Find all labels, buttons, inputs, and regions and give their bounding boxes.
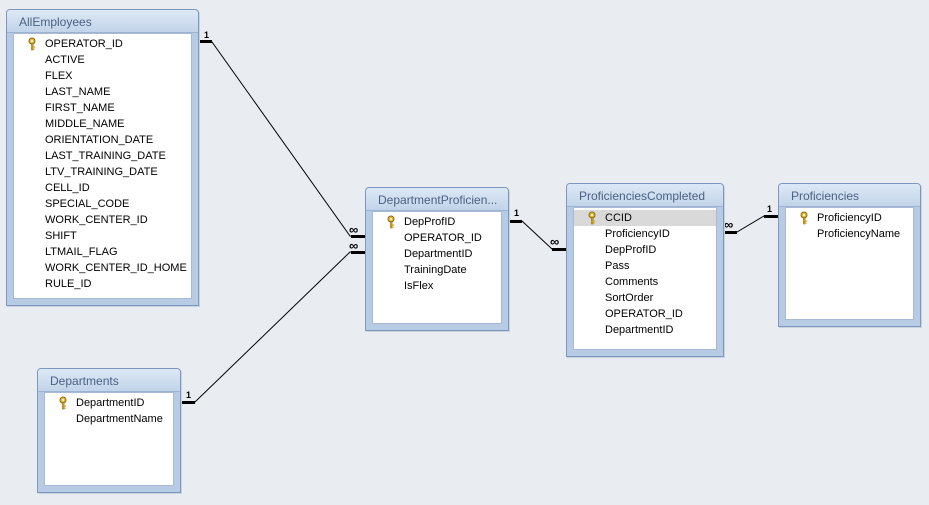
field-name: LTV_TRAINING_DATE [45,166,158,178]
field-row[interactable]: ACTIVE [14,52,191,68]
field-row[interactable]: SPECIAL_CODE [14,196,191,212]
field-name: FLEX [45,70,73,82]
field-name: CELL_ID [45,182,90,194]
field-name: WORK_CENTER_ID_HOME [45,262,187,274]
table-title[interactable]: Proficiencies [779,184,920,207]
table-departments[interactable]: Departments DepartmentID DepartmentName [37,368,181,493]
field-name: ACTIVE [45,54,85,66]
field-name: IsFlex [404,280,434,292]
field-row[interactable]: IsFlex [373,278,501,294]
primary-key-icon [588,211,598,225]
field-row[interactable]: CELL_ID [14,180,191,196]
field-name: RULE_ID [45,278,92,290]
table-departmentproficiencies[interactable]: DepartmentProficien... DepProfID OPERATOR… [365,187,509,331]
field-name: SPECIAL_CODE [45,198,130,210]
field-name: LAST_TRAINING_DATE [45,150,166,162]
field-row[interactable]: DepProfID [373,214,501,230]
field-row[interactable]: LTMAIL_FLAG [14,244,191,260]
relationship-many-label: ∞ [349,222,358,237]
field-name: ProficiencyID [605,228,670,240]
primary-key-icon [28,37,38,51]
relationship-one-label: 1 [186,390,191,400]
field-name: Pass [605,260,630,272]
field-row[interactable]: WORK_CENTER_ID_HOME [14,260,191,276]
field-name: DepProfID [605,244,657,256]
field-row[interactable]: OPERATOR_ID [373,230,501,246]
field-row[interactable]: OPERATOR_ID [14,36,191,52]
field-name: SHIFT [45,230,77,242]
field-row[interactable]: WORK_CENTER_ID [14,212,191,228]
table-title[interactable]: AllEmployees [7,10,198,33]
field-name: DepartmentName [76,413,163,425]
relationship-many-label: ∞ [550,234,559,249]
field-name: DepartmentID [605,324,674,336]
field-row[interactable]: LAST_TRAINING_DATE [14,148,191,164]
field-name: LTMAIL_FLAG [45,246,118,258]
table-allemployees[interactable]: AllEmployees OPERATOR_ID ACTIVE FLEX LAST_N… [6,9,199,306]
field-name: OPERATOR_ID [404,232,482,244]
primary-key-icon [800,211,810,225]
field-name: CCID [605,212,632,224]
field-name: TrainingDate [404,264,467,276]
field-row[interactable]: DepProfID [574,242,716,258]
field-name: WORK_CENTER_ID [45,214,148,226]
field-name: ProficiencyName [817,228,901,240]
primary-key-icon [59,396,69,410]
field-name: LAST_NAME [45,86,111,98]
table-proficienciescompleted[interactable]: ProficienciesCompleted CCID ProficiencyID… [566,183,724,357]
table-title[interactable]: Departments [38,369,180,392]
primary-key-icon [387,215,397,229]
field-name: SortOrder [605,292,654,304]
field-row[interactable]: SortOrder [574,290,716,306]
field-name: DepartmentID [404,248,473,260]
field-row[interactable]: Comments [574,274,716,290]
relationship-many-label: ∞ [349,238,358,253]
field-row[interactable]: CCID [574,210,716,226]
field-row[interactable]: ProficiencyID [786,210,913,226]
field-name: MIDDLE_NAME [45,118,125,130]
relationship-departments-depprof[interactable]: 1 ∞ [181,238,365,404]
field-row[interactable]: LTV_TRAINING_DATE [14,164,191,180]
relationship-depprof-completed[interactable]: 1 ∞ [508,208,566,251]
field-row[interactable]: OPERATOR_ID [574,306,716,322]
field-name: OPERATOR_ID [605,308,683,320]
field-name: Comments [605,276,659,288]
field-row[interactable]: DepartmentID [574,322,716,338]
relationship-allemployees-depprof[interactable]: 1 ∞ [198,30,365,238]
field-row[interactable]: FIRST_NAME [14,100,191,116]
field-row[interactable]: Pass [574,258,716,274]
field-list[interactable]: OPERATOR_ID ACTIVE FLEX LAST_NAME FIRST_NAME… [13,33,192,299]
field-name: DepartmentID [76,397,145,409]
field-row[interactable]: ProficiencyID [574,226,716,242]
field-list[interactable]: ProficiencyID ProficiencyName [785,207,914,320]
field-list[interactable]: DepartmentID DepartmentName [44,392,174,486]
field-row[interactable]: LAST_NAME [14,84,191,100]
field-name: OPERATOR_ID [45,38,123,50]
table-title[interactable]: ProficienciesCompleted [567,184,723,207]
field-row[interactable]: SHIFT [14,228,191,244]
relationship-many-label: ∞ [724,217,733,232]
field-row[interactable]: MIDDLE_NAME [14,116,191,132]
field-row[interactable]: ORIENTATION_DATE [14,132,191,148]
field-row[interactable]: DepartmentID [45,395,173,411]
relationship-one-label: 1 [514,208,519,218]
field-name: FIRST_NAME [45,102,115,114]
table-title[interactable]: DepartmentProficien... [366,188,508,211]
field-name: DepProfID [404,216,456,228]
table-proficiencies[interactable]: Proficiencies ProficiencyID ProficiencyNa… [778,183,921,327]
field-list[interactable]: DepProfID OPERATOR_ID DepartmentID Training… [372,211,502,324]
field-row[interactable]: RULE_ID [14,276,191,292]
relationship-proficiencies-completed[interactable]: 1 ∞ [723,204,778,234]
field-name: ProficiencyID [817,212,882,224]
field-name: ORIENTATION_DATE [45,134,154,146]
relationship-one-label: 1 [767,204,772,214]
field-row[interactable]: TrainingDate [373,262,501,278]
field-row[interactable]: FLEX [14,68,191,84]
field-row[interactable]: DepartmentName [45,411,173,427]
field-row[interactable]: ProficiencyName [786,226,913,242]
relationship-one-label: 1 [204,30,209,40]
field-row[interactable]: DepartmentID [373,246,501,262]
